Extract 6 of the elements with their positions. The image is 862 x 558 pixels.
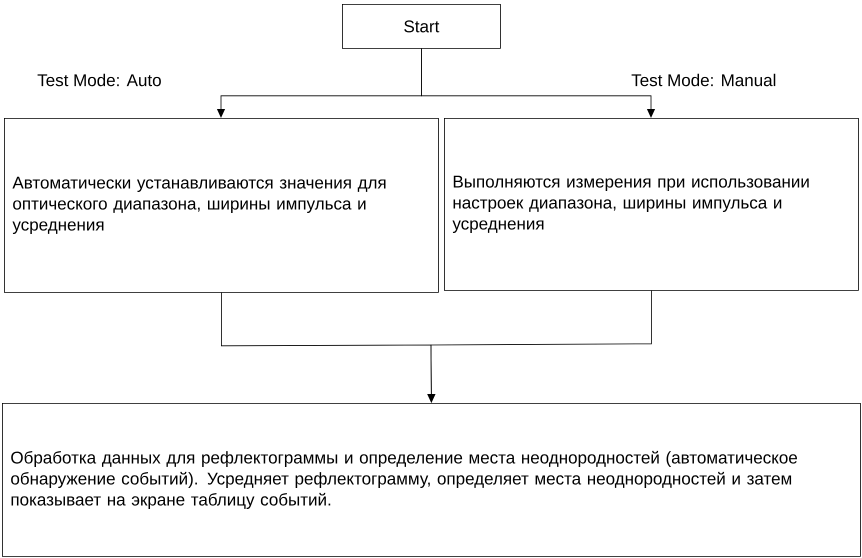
edge-label: Test Mode: Manual [630, 72, 778, 88]
process-box: Выполняются измерения при использовании настроек диапазона, ширины импульса и усреднения [444, 118, 859, 291]
edge-label: Test Mode: Auto [36, 72, 163, 88]
process-box: Автоматически устанавливаются значения для оптического диапазона, ширины импульса и усреднения [4, 118, 439, 293]
process-box: Обработка данных для рефлектограммы и определение места неоднородностей (автоматическое обнаружение событий). Усредняет рефлектограмму, определяет места неоднородностей и затем показывает на экране таблицу событий. [2, 403, 861, 557]
start-box: Start [342, 4, 501, 49]
